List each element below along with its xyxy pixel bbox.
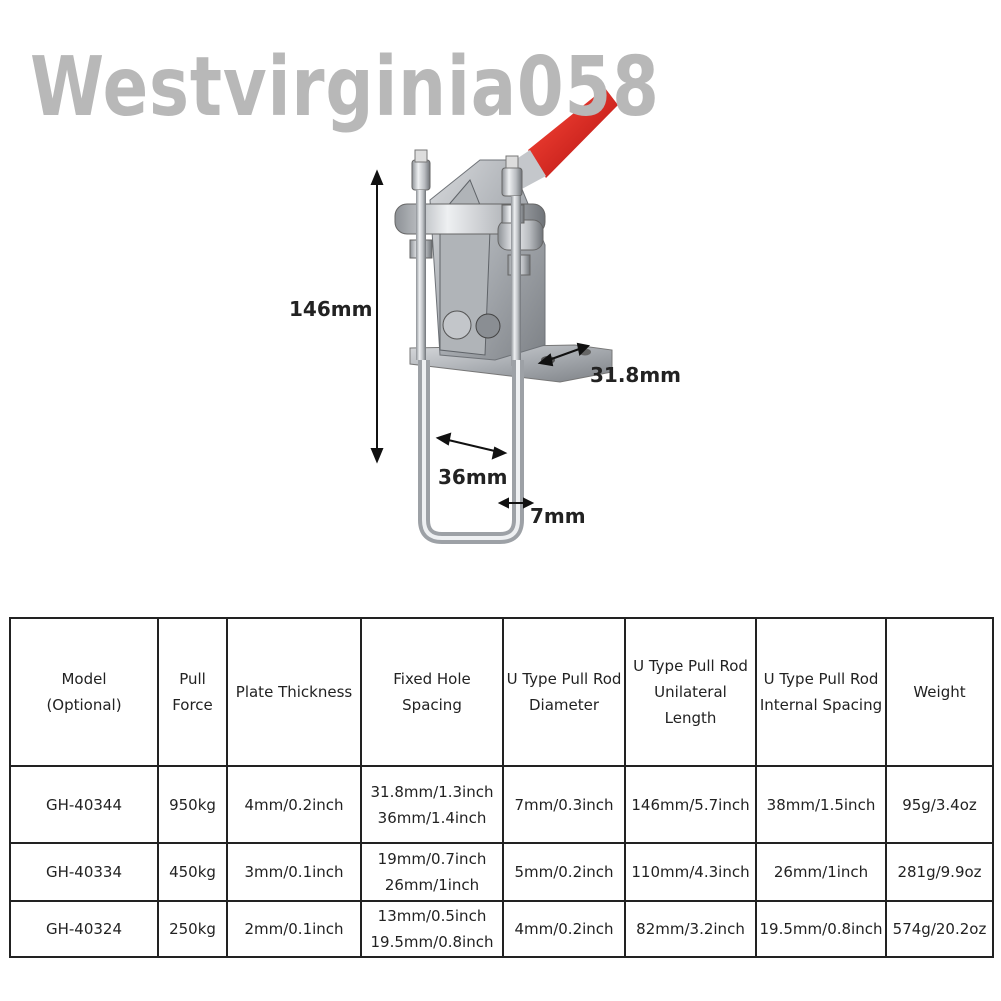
table-cell: 82mm/3.2inch	[624, 900, 757, 958]
cell-text: 574g/20.2oz	[892, 920, 987, 938]
cell-text: 95g/3.4oz	[902, 795, 977, 814]
table-cell: 574g/20.2oz	[885, 900, 994, 958]
cell-text: 7mm/0.3inch	[514, 795, 614, 814]
table-cell: 38mm/1.5inch	[755, 765, 887, 844]
cell-text: Fixed Hole Spacing	[393, 670, 471, 714]
cell-text: GH-40324	[45, 920, 123, 938]
table-cell: 250kg	[157, 900, 228, 958]
table-cell: 950kg	[157, 765, 228, 844]
dimension-arrows	[370, 169, 591, 509]
table-cell: 5mm/0.2inch	[502, 842, 626, 902]
cell-text: 26mm/1inch	[384, 876, 480, 894]
cell-text: 110mm/4.3inch	[631, 863, 750, 881]
table-cell: 146mm/5.7inch	[624, 765, 757, 844]
table-cell: GH-40324	[9, 900, 159, 958]
watermark-text: Westvirginia058	[30, 40, 660, 135]
cell-text: 4mm/0.2inch	[244, 795, 344, 814]
table-cell: 3mm/0.1inch	[226, 842, 362, 902]
table-cell: 7mm/0.3inch	[502, 765, 626, 844]
cell-text: U Type Pull Rod	[633, 657, 748, 675]
cell-text: (Optional)	[46, 696, 122, 714]
cell-text: 82mm/3.2inch	[636, 920, 745, 938]
threaded-rod-left	[409, 149, 433, 360]
table-cell: 26mm/1inch	[755, 842, 887, 902]
cell-text: 4mm/0.2inch	[514, 920, 614, 938]
table-cell: Plate Thickness	[226, 617, 362, 767]
cell-text: 19mm/0.7inch	[377, 850, 487, 868]
cell-text: Pull	[179, 670, 206, 688]
cell-text: 2mm/0.1inch	[244, 920, 344, 938]
table-cell: 95g/3.4oz	[885, 765, 994, 844]
cell-text: 19.5mm/0.8inch	[370, 933, 494, 951]
table-cell: GH-40334	[9, 842, 159, 902]
plate-width-dimension-label: 31.8mm	[590, 363, 682, 387]
table-cell: 4mm/0.2inch	[502, 900, 626, 958]
cell-text: 38mm/1.5inch	[766, 795, 876, 814]
table-cell: 31.8mm/1.3inch 36mm/1.4inch	[360, 765, 504, 844]
cell-text: 36mm/1.4inch	[377, 808, 487, 827]
table-cell: 13mm/0.5inch 19.5mm/0.8inch	[360, 900, 504, 958]
latch-clamp-illustration	[370, 88, 618, 544]
table-cell: 19mm/0.7inch 26mm/1inch	[360, 842, 504, 902]
cell-text: 281g/9.9oz	[897, 863, 982, 881]
cell-text: 450kg	[169, 863, 216, 881]
u-pull-rod	[418, 360, 524, 544]
cell-text: 26mm/1inch	[773, 863, 869, 881]
cell-text: U Type Pull Rod	[506, 670, 622, 688]
table-cell: 281g/9.9oz	[885, 842, 994, 902]
cell-text: Internal Spacing	[759, 696, 883, 714]
cell-text: Unilateral Length	[654, 683, 727, 727]
cell-text: Force	[172, 696, 213, 714]
cell-text: 250kg	[169, 920, 216, 938]
table-cell: 19.5mm/0.8inch	[755, 900, 887, 958]
cell-text: Plate Thickness	[235, 683, 353, 701]
cell-text: U Type Pull Rod	[763, 670, 879, 688]
rod-diameter-dimension-label: 7mm	[530, 504, 586, 528]
cell-text: GH-40344	[45, 795, 123, 814]
threaded-rod-right	[501, 155, 531, 366]
cell-text: Model	[61, 670, 107, 688]
cell-text: 19.5mm/0.8inch	[759, 920, 883, 938]
table-cell: Weight	[885, 617, 994, 767]
cell-text: Weight	[913, 683, 966, 701]
table-row: GH-40344 950kg 4mm/0.2inch 31.8mm/1.3inch 36…	[9, 765, 994, 844]
table-cell: GH-40344	[9, 765, 159, 844]
cell-text: Diameter	[528, 696, 600, 714]
table-row: GH-40324 250kg 2mm/0.1inch 13mm/0.5inch 19.5…	[9, 900, 994, 958]
cell-text: 31.8mm/1.3inch	[370, 782, 494, 801]
table-cell: Fixed Hole Spacing	[360, 617, 504, 767]
cell-text: 5mm/0.2inch	[514, 863, 614, 881]
rod-spacing-dimension-label: 36mm	[438, 465, 508, 489]
table-cell: 2mm/0.1inch	[226, 900, 362, 958]
cell-text: 13mm/0.5inch	[377, 907, 487, 925]
table-row: GH-40334 450kg 3mm/0.1inch 19mm/0.7inch 26mm…	[9, 842, 994, 902]
table-cell: Model (Optional)	[9, 617, 159, 767]
cell-text: GH-40334	[45, 863, 123, 881]
table-cell: 4mm/0.2inch	[226, 765, 362, 844]
cell-text: 146mm/5.7inch	[631, 795, 750, 814]
cell-text: 950kg	[169, 795, 216, 814]
table-cell: 450kg	[157, 842, 228, 902]
table-cell: 110mm/4.3inch	[624, 842, 757, 902]
height-dimension-label: 146mm	[289, 297, 373, 321]
cell-text: 3mm/0.1inch	[244, 863, 344, 881]
